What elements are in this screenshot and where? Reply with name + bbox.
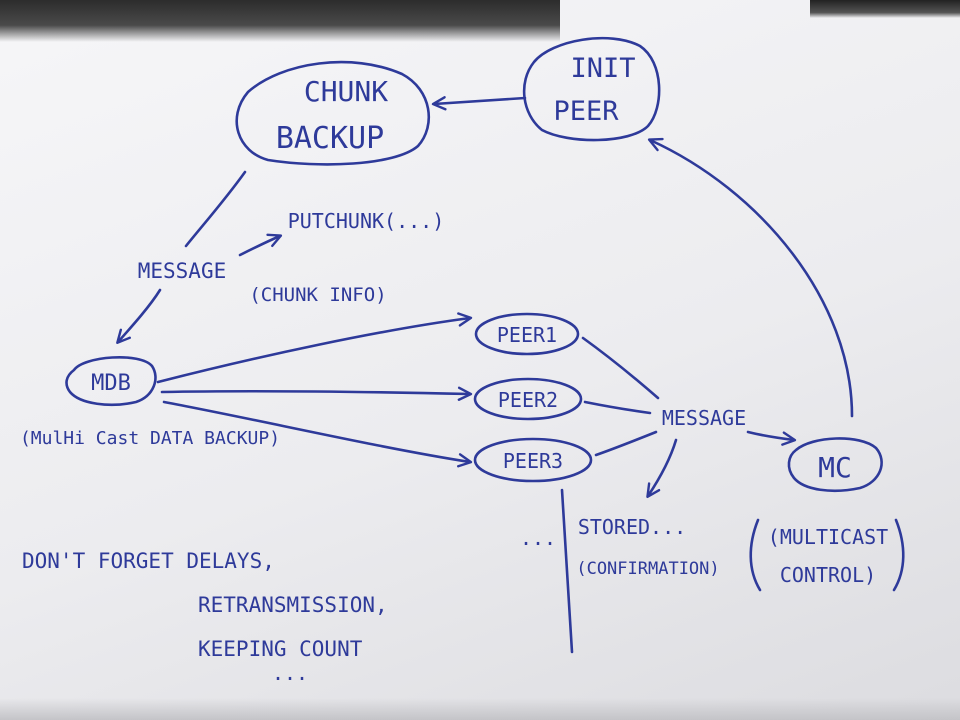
note-line-4: ...: [272, 661, 308, 685]
peer2-node: PEER2: [473, 377, 583, 421]
line-peer3-to-message: [594, 430, 658, 457]
dots-label: ...: [520, 526, 556, 550]
message-right-label: MESSAGE: [662, 406, 746, 430]
note-line-1: DON'T FORGET DELAYS,: [22, 549, 275, 573]
mdb-label: MDB: [91, 371, 131, 396]
line-peer1-to-message: [581, 336, 660, 400]
chunk-backup-node: CHUNK BACKUP: [235, 60, 431, 166]
stored-label: STORED...: [578, 515, 686, 539]
chunk-backup-label-line2: BACKUP: [276, 121, 384, 156]
peer2-label: PEER2: [498, 388, 558, 412]
note-line-3: KEEPING COUNT: [198, 637, 363, 661]
mc-caption-left-paren: [749, 518, 762, 592]
line-chunk-backup-to-message: [184, 170, 247, 248]
mc-caption-right-paren: [892, 518, 905, 592]
putchunk-label: PUTCHUNK(...): [288, 209, 445, 233]
arrow-mc-to-init-peer: [647, 137, 854, 418]
peer1-node: PEER1: [474, 312, 580, 356]
paper-bottom-edge: [0, 698, 960, 720]
arrow-message-to-putchunk: [238, 233, 283, 257]
mc-node: MC: [787, 437, 883, 493]
reminder-note: DON'T FORGET DELAYS, RETRANSMISSION, KEE…: [22, 549, 388, 685]
arrow-message-to-stored: [646, 438, 678, 499]
chunk-backup-label-line1: CHUNK: [304, 75, 388, 108]
arrow-message-to-mdb: [116, 288, 162, 344]
mc-label: MC: [818, 451, 852, 484]
arrow-mdb-to-peer3: [162, 400, 473, 468]
note-line-2: RETRANSMISSION,: [198, 593, 388, 617]
message-left-label: MESSAGE: [138, 259, 227, 283]
arrow-mdb-to-peer1: [156, 312, 473, 384]
peer3-node: PEER3: [473, 437, 593, 483]
init-peer-node: INIT PEER: [522, 36, 661, 142]
init-peer-label-line2: PEER: [553, 96, 619, 127]
peer1-label: PEER1: [497, 323, 557, 347]
desk-shadow-top-right: [810, 0, 960, 18]
mdb-node: MDB: [65, 356, 157, 407]
mc-caption-line1: (MULTICAST: [768, 525, 888, 549]
confirmation-label: (CONFIRMATION): [576, 559, 719, 579]
mdb-caption: (MulHi Cast DATA BACKUP): [20, 428, 280, 449]
arrow-message-to-mc: [746, 430, 797, 446]
chunk-info-label: (CHUNK INFO): [249, 284, 386, 306]
desk-shadow-top-left: [0, 0, 560, 42]
peer3-label: PEER3: [503, 449, 563, 473]
arrow-mdb-to-peer2: [160, 386, 473, 401]
mc-caption-line2: CONTROL): [780, 563, 876, 587]
arrow-init-to-chunk-backup: [431, 96, 527, 111]
vertical-separator-line: [560, 488, 574, 654]
init-peer-label-line1: INIT: [570, 53, 635, 84]
line-peer2-to-message: [583, 400, 652, 415]
